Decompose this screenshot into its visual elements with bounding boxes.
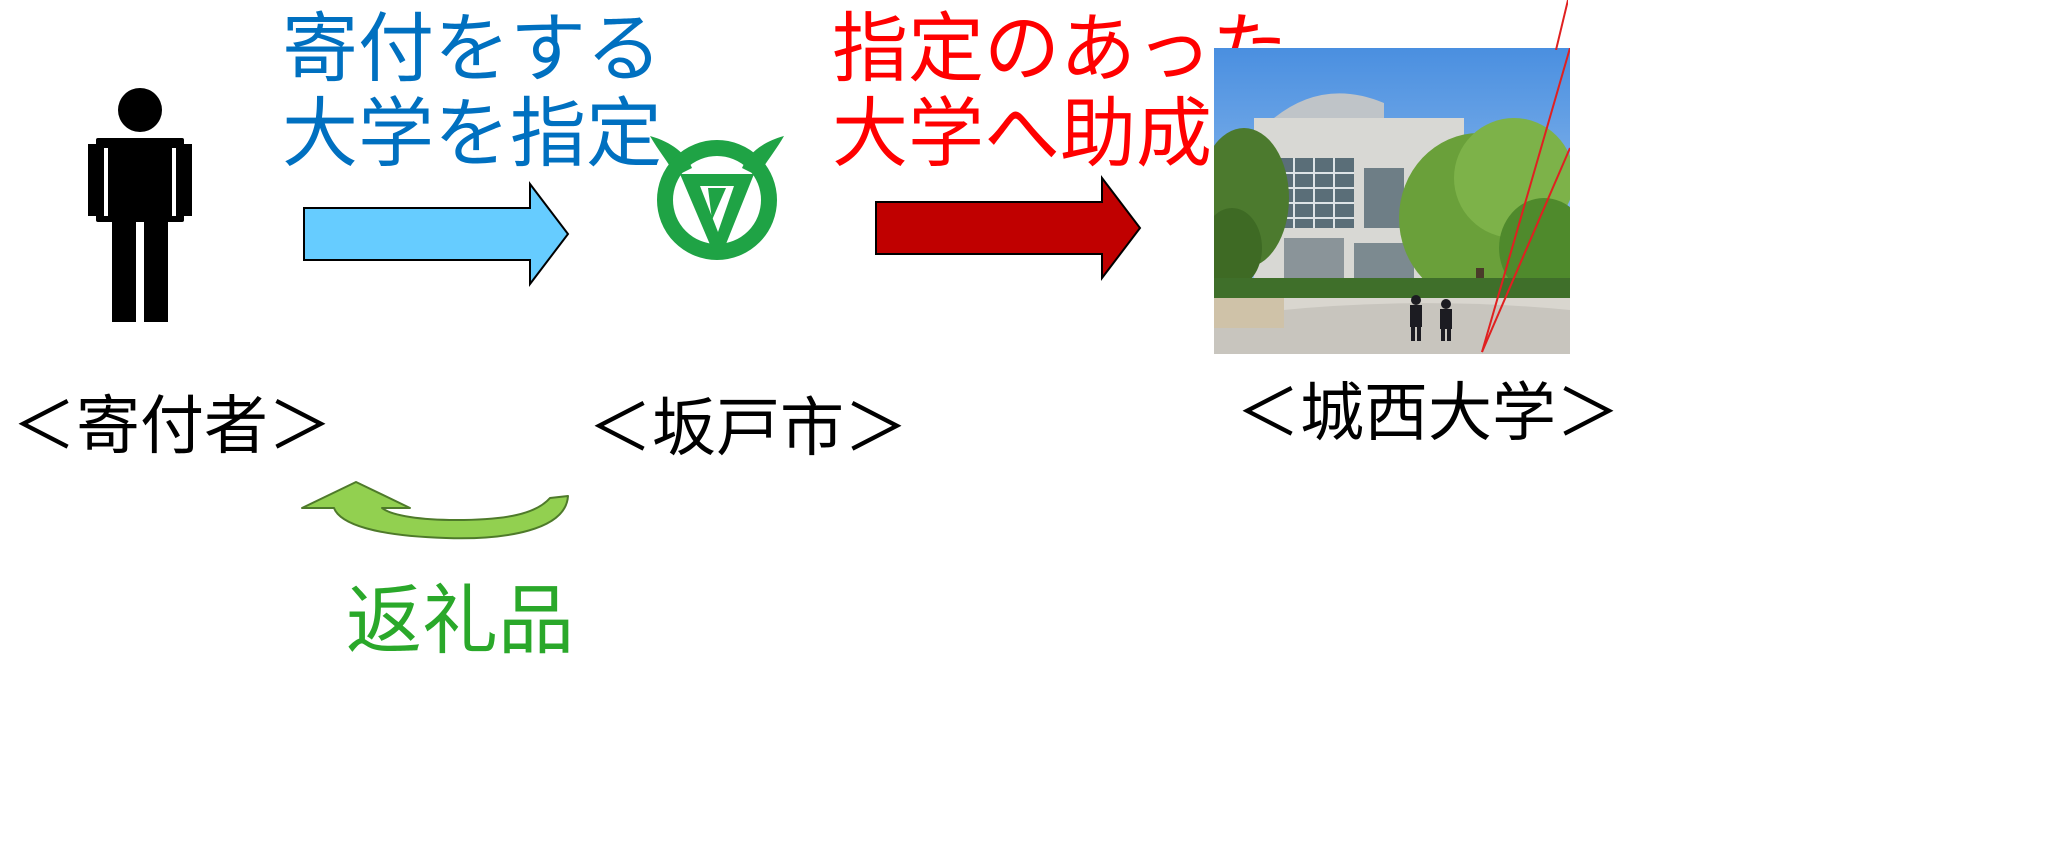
campus-photo <box>1214 48 1570 354</box>
city-label: ＜坂戸市＞ <box>588 392 908 466</box>
subsidy-caption: 指定のあった 大学へ助成 <box>832 4 1288 179</box>
subsidy-arrow <box>875 175 1142 281</box>
donation-arrow <box>303 181 570 287</box>
city-emblem-icon <box>650 136 784 260</box>
university-label: ＜城西大学＞ <box>1236 377 1620 451</box>
person-icon <box>88 88 192 322</box>
donor-label: ＜寄付者＞ <box>12 390 332 464</box>
designate-university-caption: 寄付をする 大学を指定 <box>282 4 662 179</box>
return-gift-caption: 返礼品 <box>346 576 574 665</box>
return-gift-arrow <box>301 481 569 540</box>
callout-line <box>1555 0 1568 50</box>
